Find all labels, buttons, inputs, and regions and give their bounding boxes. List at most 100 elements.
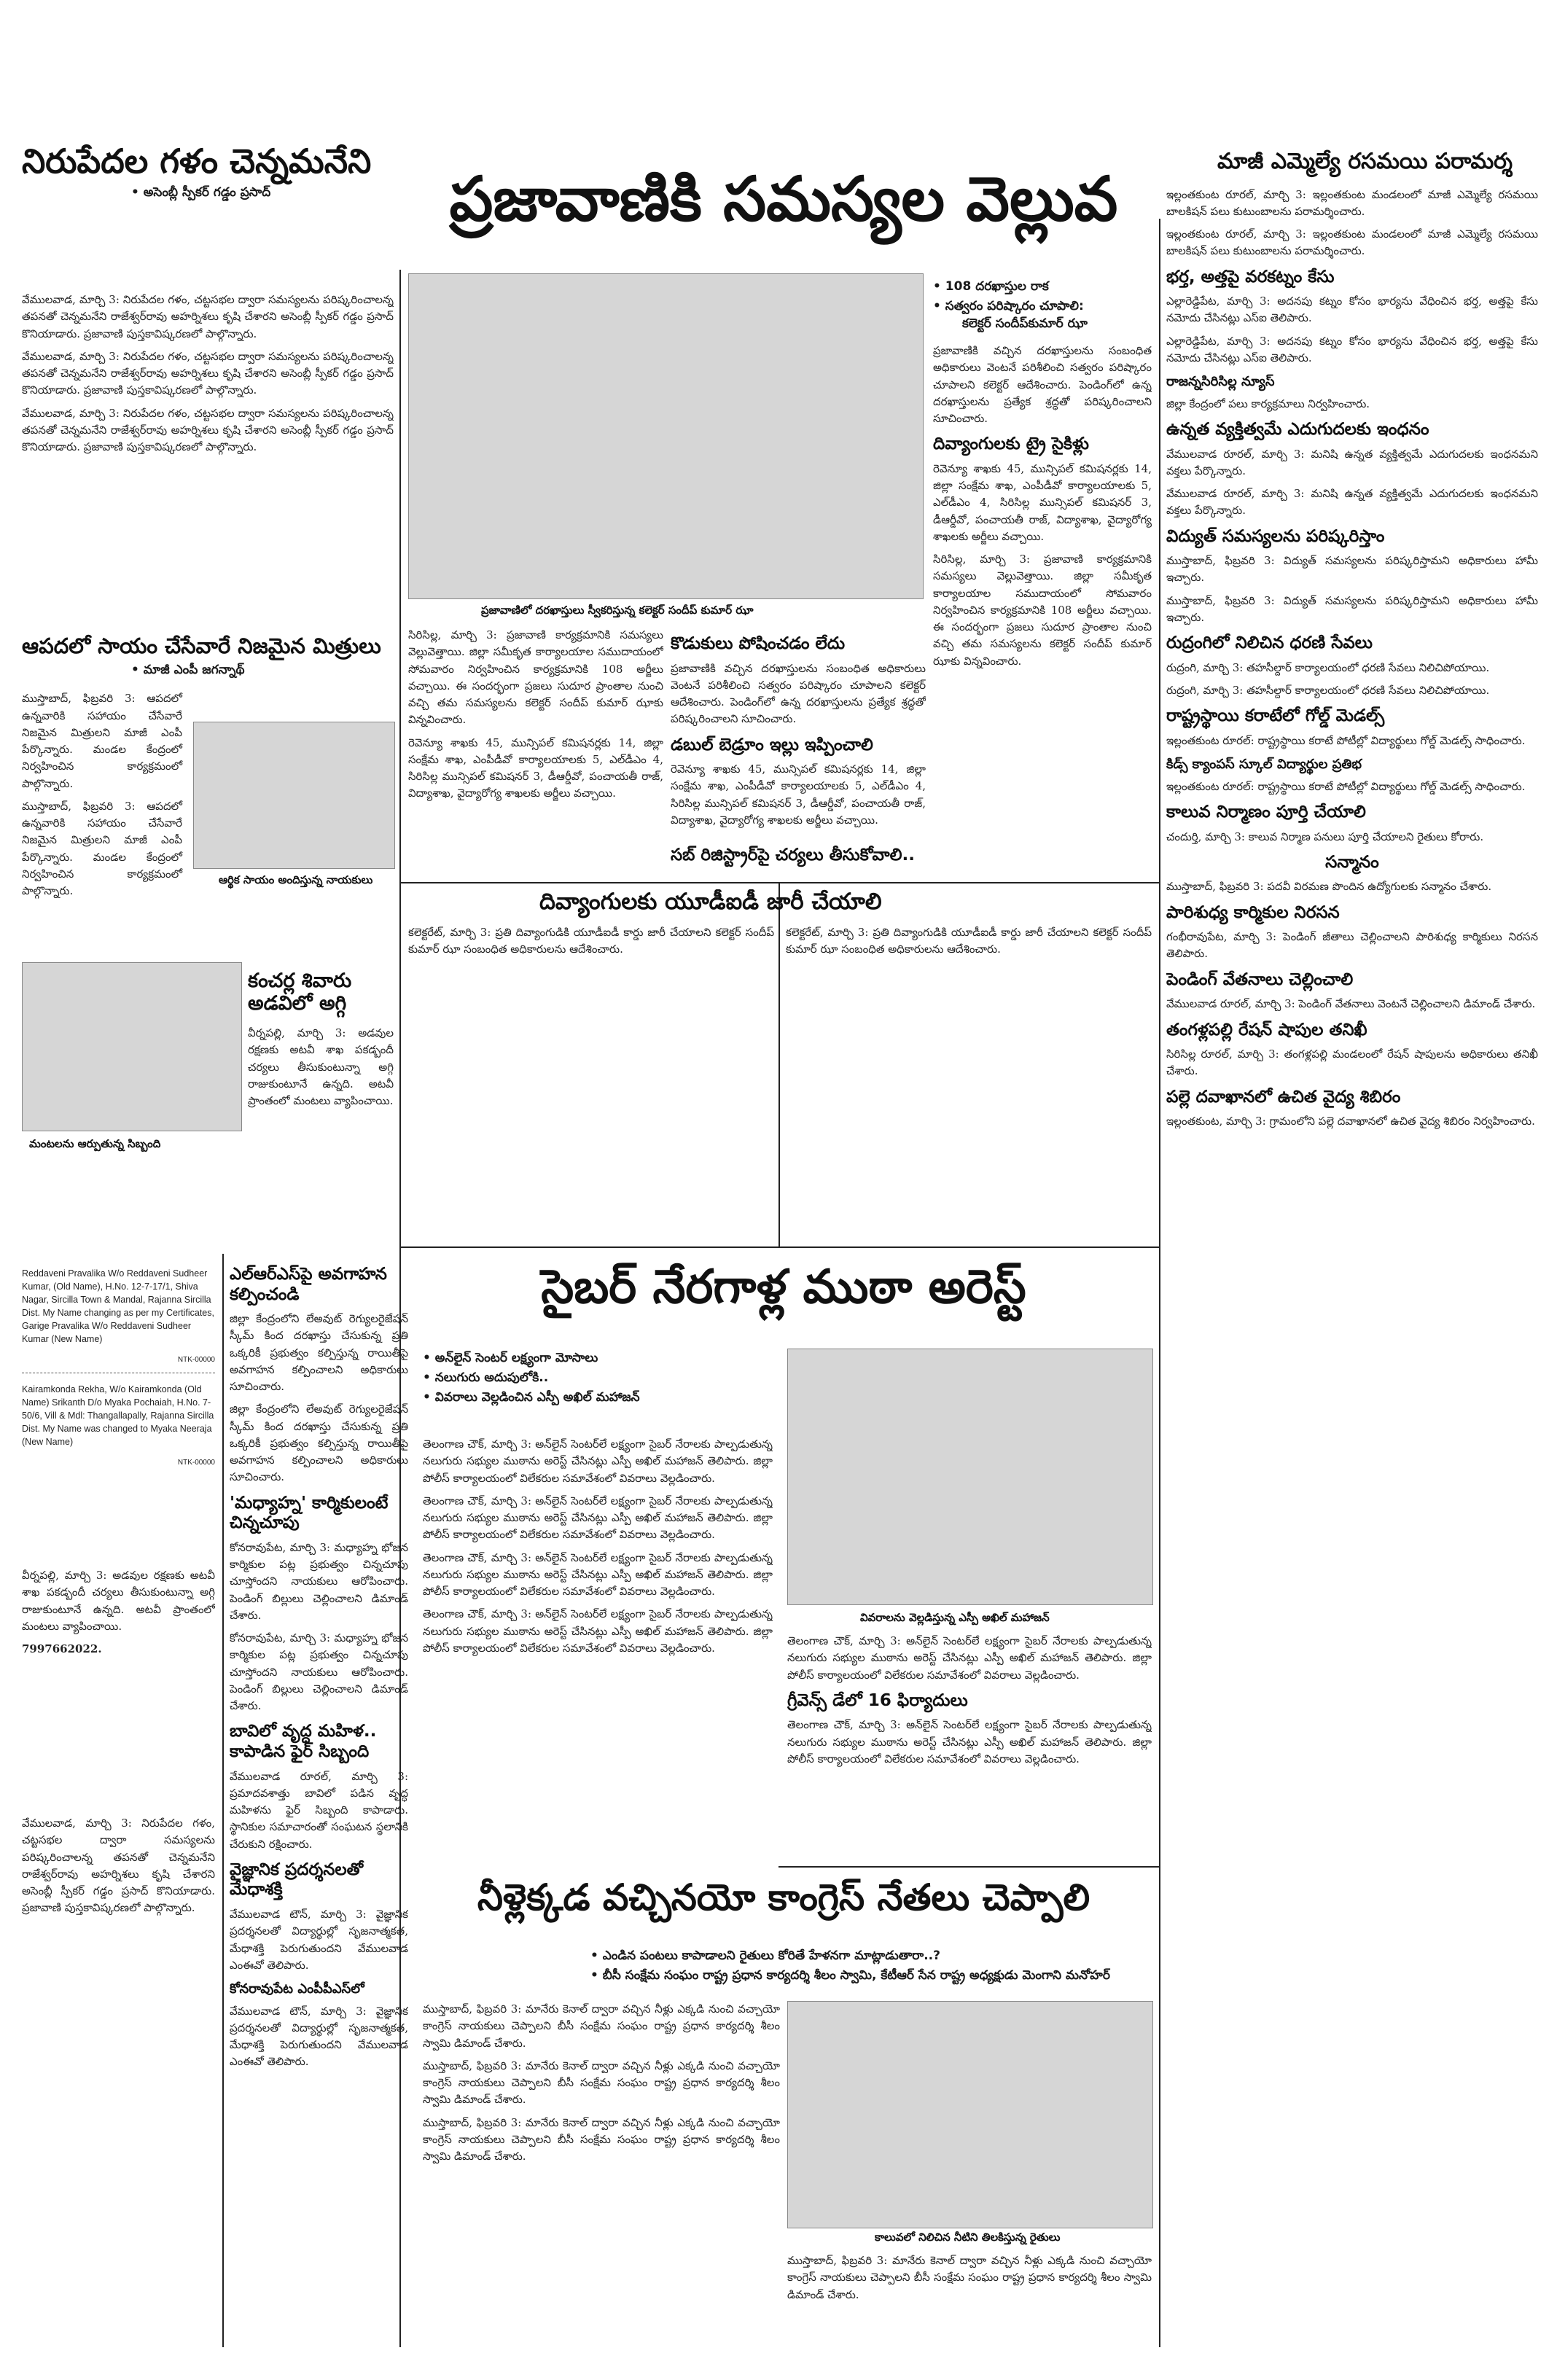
section-rule xyxy=(399,1246,1159,1248)
photo-caption: మంటలను ఆర్పుతున్న సిబ్బంది xyxy=(29,1137,161,1150)
photo-left-story2 xyxy=(193,722,395,869)
center-story4-sub: కోనరావుపేట ఎంపీపీఎస్‌లో xyxy=(230,1981,364,1997)
right-story-body: ముస్తాబాద్, ఫిబ్రవరి 3: పదవీ విరమణ పొంది… xyxy=(1166,880,1492,894)
classified-phone: 7997662022. xyxy=(22,1642,102,1655)
cyber-bullet: వివరాలు వెల్లడించిన ఎస్పీ అఖిల్ మహాజన్ xyxy=(423,1388,787,1408)
right-story-headline: పెండింగ్ వేతనాలు చెల్లించాలి xyxy=(1166,969,1354,989)
center-story1-headline: ఎల్ఆర్ఎస్‌పై అవగాహన కల్పించండి xyxy=(230,1265,387,1304)
cyber-body-repeat: తెలంగాణ చౌక్, మార్చి 3: అన్‌లైన్ సెంటర్‌… xyxy=(787,1634,1152,1682)
left-byline: • అసెంబ్లీ స్పీకర్ గడ్డం ప్రసాద్ xyxy=(131,184,271,200)
left-story2-byline: • మాజీ ఎంపీ జగన్నాథ్ xyxy=(131,663,245,678)
congress-body: ముస్తాబాద్, ఫిబ్రవరి 3: మానేరు కెనాల్ ద్… xyxy=(423,2002,780,2050)
center-col: ఎల్ఆర్ఎస్‌పై అవగాహన కల్పించండి జిల్లా కే… xyxy=(230,1257,408,2336)
lead-bullet: సత్వరం పరిష్కారం చూపాలి: xyxy=(933,297,1152,316)
photo-lead xyxy=(408,273,924,599)
right-story-headline: భర్త, అత్తపై వరకట్నం కేసు xyxy=(1166,267,1335,286)
right-story-body: రుద్రంగి, మార్చి 3: తహసీల్దార్ కార్యాలయం… xyxy=(1166,683,1490,697)
notice-code: NTK-00000 xyxy=(177,1355,215,1364)
name-change-notices: Reddaveni Pravalika W/o Reddaveni Sudhee… xyxy=(22,1257,215,1564)
left-story2-body: ముస్తాబాద్, ఫిబ్రవరి 3: ఆపదలో ఉన్నవారికి… xyxy=(22,692,182,790)
right-story-headline: ఉన్నత వ్యక్తిత్వమే ఎదుగుదలకు ఇంధనం xyxy=(1166,419,1429,439)
divyang-body-repeat: కలెక్టరేట్, మార్చి 3: ప్రతి దివ్యాంగుడిక… xyxy=(786,925,1152,956)
center-story2-body: కోనరావుపేట, మార్చి 3: మధ్యాహ్న భోజన కార్… xyxy=(230,1540,408,1622)
cyber-body-repeat: తెలంగాణ చౌక్, మార్చి 3: అన్‌లైన్ సెంటర్‌… xyxy=(423,1494,773,1542)
lead-bullet: 108 దరఖాస్తుల రాక xyxy=(933,277,1152,297)
right-story-body: సిరిసిల్ల రూరల్, మార్చి 3: తంగళ్లపల్లి మ… xyxy=(1166,1047,1538,1078)
lead-body-p2: రెవెన్యూ శాఖకు 45, మున్సిపల్ కమిషనర్లకు … xyxy=(933,461,1152,543)
lead-body-p2: రెవెన్యూ శాఖకు 45, మున్సిపల్ కమిషనర్లకు … xyxy=(671,762,926,827)
right-story-body: వేములవాడ రూరల్, మార్చి 3: పెండింగ్ వేతనా… xyxy=(1166,997,1536,1011)
cyber-col-2: తెలంగాణ చౌక్, మార్చి 3: అన్‌లైన్ సెంటర్‌… xyxy=(787,1633,1152,1866)
photo-caption: వివరాలను వెల్లడిస్తున్న ఎస్పీ అఖిల్ మహాజ… xyxy=(860,1611,1050,1624)
cyber-body: తెలంగాణ చౌక్, మార్చి 3: అన్‌లైన్ సెంటర్‌… xyxy=(423,1437,773,1485)
lead-subhead: దివ్యాంగులకు ట్రై సైకిళ్లు xyxy=(933,434,1089,454)
left-story3: కంచర్ల శివారు అడవిలో అగ్గి వీర్నపల్లి, మ… xyxy=(248,969,394,1246)
cyber-body-repeat: తెలంగాణ చౌక్, మార్చి 3: అన్‌లైన్ సెంటర్‌… xyxy=(423,1607,773,1655)
column-rule xyxy=(399,270,401,2347)
right-body-repeat: ఇల్లంతకుంట రూరల్, మార్చి 3: ఇల్లంతకుంట మ… xyxy=(1166,227,1538,258)
photo-caption: కాలువలో నిలిచిన నీటిని తిలకిస్తున్న రైతు… xyxy=(875,2231,1061,2244)
cyber-bullet: నలుగురు అదుపులోకి.. xyxy=(423,1368,787,1388)
right-story-body: ముస్తాబాద్, ఫిబ్రవరి 3: విద్యుత్ సమస్యలన… xyxy=(1166,554,1538,585)
left-headline: నిరుపేదల గళం చెన్నమనేని xyxy=(22,142,372,181)
classified-text: వీర్నపల్లి, మార్చి 3: అడవుల రక్షణకు అటవీ… xyxy=(22,1569,215,1633)
right-story-body: జిల్లా కేంద్రంలో పలు కార్యక్రమాలు నిర్వహ… xyxy=(1166,397,1370,410)
divyang-headline: దివ్యాంగులకు యూడీఐడీ జారీ చేయాలి xyxy=(539,889,882,915)
congress-col-2: ముస్తాబాద్, ఫిబ్రవరి 3: మానేరు కెనాల్ ద్… xyxy=(787,2252,1152,2340)
lead-subhead: కొడుకులు పోషించడం లేదు xyxy=(671,634,846,653)
left-story2: ఆపదలో సాయం చేసేవారే నిజమైన మిత్రులు • మా… xyxy=(22,634,394,955)
lead-subhead: డబుల్ బెడ్రూం ఇల్లు ఇప్పించాలి xyxy=(671,735,873,754)
right-story-body: ఇల్లంతకుంట రూరల్: రాష్ట్రస్థాయి కరాటే పో… xyxy=(1166,779,1526,793)
right-story-headline: రాజన్నసిరిసిల్ల న్యూస్ xyxy=(1166,374,1275,390)
right-story-body: ఇల్లంతకుంట, మార్చి 3: గ్రామంలోని పల్లె ద… xyxy=(1166,1115,1535,1128)
center-story2-headline: 'మధ్యాహ్న' కార్మికులంటే చిన్నచూపు xyxy=(230,1493,389,1533)
right-story-body: వేములవాడ రూరల్, మార్చి 3: మనిషి ఉన్నత వ్… xyxy=(1166,487,1538,518)
center-story4-body: వేములవాడ టౌన్, మార్చి 3: వైజ్ఞానిక ప్రదర… xyxy=(230,1908,408,1972)
photo-caption: ఆర్థిక సాయం అందిస్తున్న నాయకులు xyxy=(219,873,373,886)
left-story2-headline: ఆపదలో సాయం చేసేవారే నిజమైన మిత్రులు xyxy=(22,634,381,658)
left-filler: వేములవాడ, మార్చి 3: నిరుపేదల గళం, చట్టసభ… xyxy=(22,1815,215,1997)
center-story4-body-repeat: వేములవాడ టౌన్, మార్చి 3: వైజ్ఞానిక ప్రదర… xyxy=(230,2004,408,2069)
notice-code: NTK-00000 xyxy=(177,1458,215,1467)
right-story-body: ఎల్లారెడ్డిపేట, మార్చి 3: అదనపు కట్నం కో… xyxy=(1166,294,1538,325)
cyber-headline: సైబర్ నేరగాళ్ల ముఠా అరెస్ట్ xyxy=(541,1261,1026,1314)
congress-col-1: ముస్తాబాద్, ఫిబ్రవరి 3: మానేరు కెనాల్ ద్… xyxy=(423,2001,780,2336)
cyber-bullets: అన్‌లైన్ సెంటర్‌ లక్ష్యంగా మోసాలు నలుగుర… xyxy=(423,1349,787,1429)
congress-body-repeat: ముస్తాబాద్, ఫిబ్రవరి 3: మానేరు కెనాల్ ద్… xyxy=(787,2254,1152,2301)
right-story-headline: విద్యుత్ సమస్యలను పరిష్కరిస్తాం xyxy=(1166,526,1385,546)
right-col: మాజీ ఎమ్మెల్యే రసమయి పరామర్శ ఇల్లంతకుంట … xyxy=(1166,149,1538,2336)
right-story-body: ముస్తాబాద్, ఫిబ్రవరి 3: విద్యుత్ సమస్యలన… xyxy=(1166,593,1538,624)
left-story3-headline: కంచర్ల శివారు అడవిలో అగ్గి xyxy=(248,969,352,1015)
left-body: వేములవాడ, మార్చి 3: నిరుపేదల గళం, చట్టసభ… xyxy=(22,293,394,340)
cyber-subhead: గ్రీవెన్స్ డేలో 16 ఫిర్యాదులు xyxy=(787,1690,968,1710)
right-story-body: రుద్రంగి, మార్చి 3: తహసీల్దార్ కార్యాలయం… xyxy=(1166,660,1490,674)
photo-left-story3 xyxy=(22,962,242,1131)
center-story2-body-repeat: కోనరావుపేట, మార్చి 3: మధ్యాహ్న భోజన కార్… xyxy=(230,1631,408,1713)
lead-bullets: 108 దరఖాస్తుల రాక సత్వరం పరిష్కారం చూపాల… xyxy=(933,277,1152,335)
lead-body-p3: ప్రజావాణికి వచ్చిన దరఖాస్తులను సంబంధిత అ… xyxy=(671,661,926,726)
left-story: నిరుపేదల గళం చెన్నమనేని • అసెంబ్లీ స్పీక… xyxy=(22,142,394,288)
center-story3-headline: బావిలో వృద్ధ మహిళ.. కాపాడిన ఫైర్ సిబ్బంద… xyxy=(230,1722,377,1761)
right-story-body: గంభీరావుపేట, మార్చి 3: పెండింగ్ జీతాలు చ… xyxy=(1166,930,1538,961)
cyber-body-repeat: తెలంగాణ చౌక్, మార్చి 3: అన్‌లైన్ సెంటర్‌… xyxy=(787,1718,1152,1766)
right-body: ఇల్లంతకుంట రూరల్, మార్చి 3: ఇల్లంతకుంట మ… xyxy=(1166,187,1538,218)
right-story-body: వేములవాడ రూరల్, మార్చి 3: మనిషి ఉన్నత వ్… xyxy=(1166,447,1538,477)
lead-headline-box: ప్రజావాణికి సమస్యల వెల్లువ xyxy=(408,164,1159,266)
congress-bullets: ఎండిన పంటలు కాపాడాలని రైతులు కోరితే హేళన… xyxy=(423,1946,1152,1997)
right-story-headline: కిడ్స్ క్యాంపస్ స్కూల్ విద్యార్థుల ప్రతి… xyxy=(1166,757,1362,773)
cyber-col-1: తెలంగాణ చౌక్, మార్చి 3: అన్‌లైన్ సెంటర్‌… xyxy=(423,1436,773,1859)
center-story1-body-repeat: జిల్లా కేంద్రంలోని లేఅవుట్ రెగ్యులరైజేషన… xyxy=(230,1402,408,1484)
right-story-body: చందుర్తి, మార్చి 3: కాలువ నిర్మాణ పనులు … xyxy=(1166,830,1484,843)
lead-subhead: సబ్ రిజిస్ట్రార్‌పై చర్యలు తీసుకోవాలి.. xyxy=(671,846,915,865)
lead-body-p1: సిరిసిల్ల, మార్చి 3: ప్రజావాణి కార్యక్రమ… xyxy=(933,553,1152,668)
photo-congress xyxy=(787,2001,1153,2228)
cyber-headline-box: సైబర్ నేరగాళ్ల ముఠా అరెస్ట్ xyxy=(415,1261,1152,1341)
section-rule xyxy=(399,882,1159,883)
right-story-headline: పల్లె దవాఖానలో ఉచిత వైద్య శిబిరం xyxy=(1166,1087,1401,1107)
divyang-story: దివ్యాంగులకు యూడీఐడీ జారీ చేయాలి కలెక్టర… xyxy=(408,889,1152,1239)
left-story-body: వేములవాడ, మార్చి 3: నిరుపేదల గళం, చట్టసభ… xyxy=(22,292,394,634)
left-story2-body-repeat: ముస్తాబాద్, ఫిబ్రవరి 3: ఆపదలో ఉన్నవారికి… xyxy=(22,799,182,898)
right-story-headline: రాష్ట్రస్థాయి కరాటేలో గోల్డ్ మెడల్స్ xyxy=(1166,706,1385,726)
lead-body-p3: ప్రజావాణికి వచ్చిన దరఖాస్తులను సంబంధిత అ… xyxy=(933,344,1152,425)
